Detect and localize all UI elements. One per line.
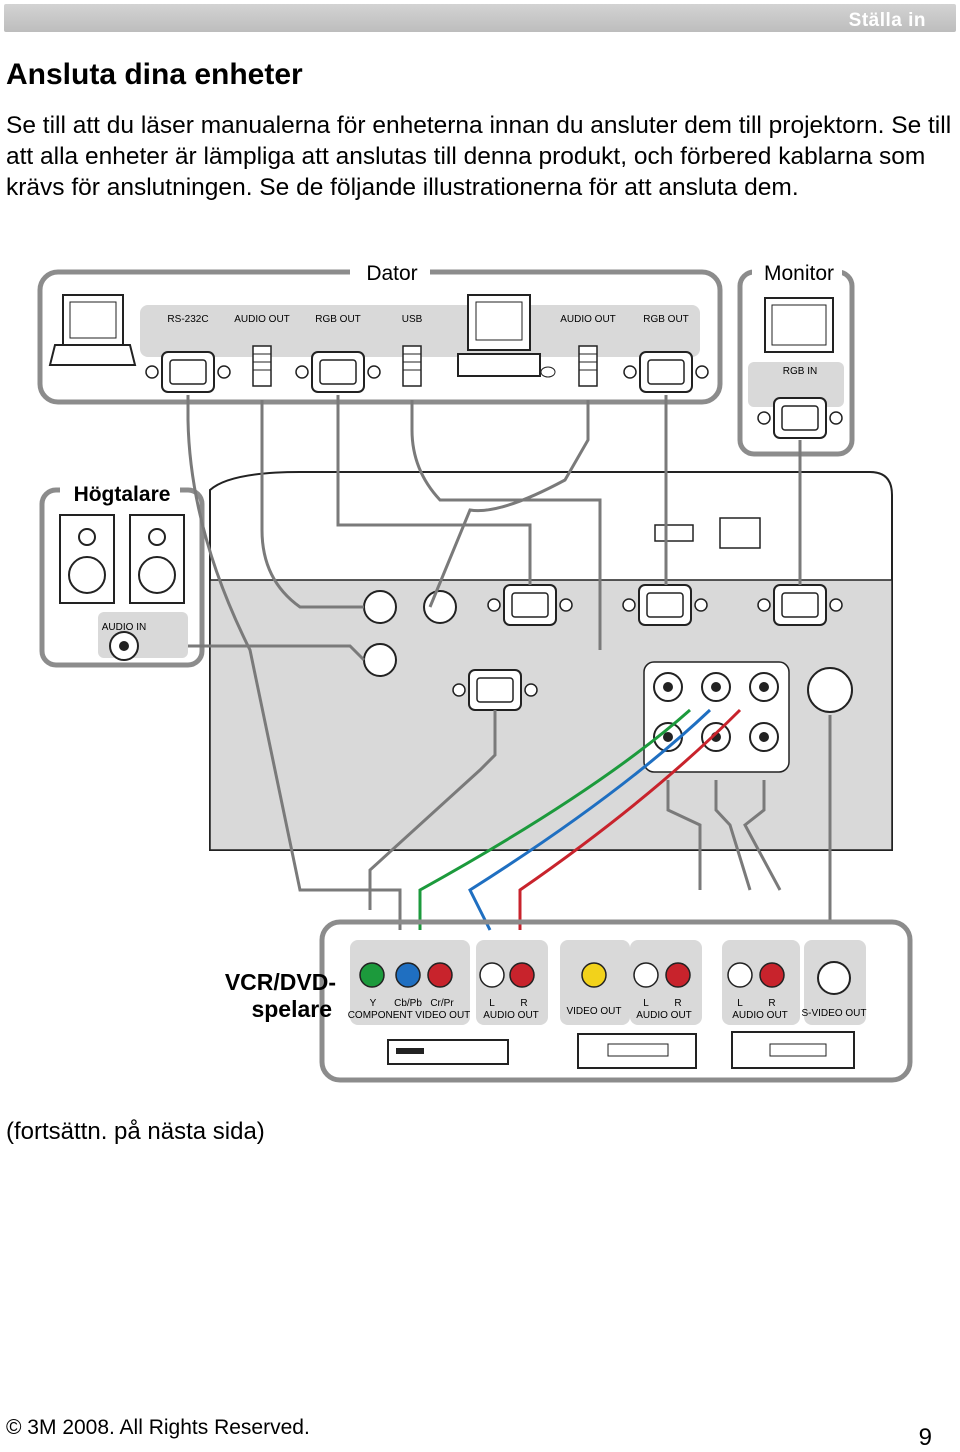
usb-plug bbox=[402, 345, 422, 387]
vcr-port-audio-r-1: R bbox=[520, 998, 527, 1009]
port-label-rgb-out-2: RGB OUT bbox=[643, 314, 689, 325]
speaker-icon-right bbox=[129, 514, 185, 604]
section-label: Ställa in bbox=[848, 10, 926, 31]
speakers-panel: Högtalare AUDIO IN bbox=[39, 478, 205, 668]
port-label-audio-out-1: AUDIO OUT bbox=[234, 314, 290, 325]
vcr-port-audio-out-2: AUDIO OUT bbox=[636, 1010, 692, 1021]
vcr-port-audio-r-2: R bbox=[674, 998, 681, 1009]
projector-cr-jack bbox=[749, 672, 779, 702]
monitor-label: Monitor bbox=[764, 262, 834, 285]
speakers-label: Högtalare bbox=[74, 483, 171, 506]
vcr-port-component-video-out: COMPONENT VIDEO OUT bbox=[348, 1010, 471, 1021]
monitor-panel: Monitor RGB IN bbox=[737, 258, 855, 457]
port-label-audio-in: AUDIO IN bbox=[102, 622, 146, 633]
vcr-port-cb-pb: Cb/Pb bbox=[394, 998, 422, 1009]
vcr-port-audio-l-2: L bbox=[643, 998, 649, 1009]
rs232c-connector bbox=[145, 351, 231, 393]
header-bar: Ställa in bbox=[4, 4, 956, 32]
vcr-icon-2 bbox=[731, 1031, 855, 1069]
audio-in-jack bbox=[109, 631, 139, 661]
vcr-port-s-video-out: S-VIDEO OUT bbox=[801, 1008, 866, 1019]
rgb-connector-2 bbox=[623, 351, 709, 393]
vcr-port-video-out: VIDEO OUT bbox=[566, 1006, 621, 1017]
vcr-port-audio-out-1: AUDIO OUT bbox=[483, 1010, 539, 1021]
page-title: Ansluta dina enheter bbox=[6, 58, 303, 91]
vcr-port-audio-out-3: AUDIO OUT bbox=[732, 1010, 788, 1021]
audio-plug-1 bbox=[252, 345, 272, 387]
intro-paragraph: Se till att du läser manualerna för enhe… bbox=[6, 112, 952, 201]
cables bbox=[186, 395, 832, 931]
speaker-icon-left bbox=[59, 514, 115, 604]
computer-panel: Dator RS-232C AUDIO OUT RGB OUT USB AUDI… bbox=[37, 258, 723, 405]
vcr-port-audio-r-3: R bbox=[768, 998, 775, 1009]
continued-note: (fortsättn. på nästa sida) bbox=[6, 1118, 265, 1145]
port-label-rgb-in: RGB IN bbox=[783, 366, 817, 377]
vcr-icon-1 bbox=[577, 1033, 697, 1069]
rgb-connector-1 bbox=[295, 351, 381, 393]
vcr-port-audio-l-1: L bbox=[489, 998, 495, 1009]
port-label-usb: USB bbox=[402, 314, 423, 325]
vcr-port-y: Y bbox=[370, 998, 377, 1009]
port-label-rs232c: RS-232C bbox=[167, 314, 208, 325]
projector-audio-r-jack bbox=[749, 722, 779, 752]
dvd-player-icon bbox=[387, 1039, 509, 1065]
laptop-icon bbox=[48, 294, 137, 366]
vcr-port-audio-l-3: L bbox=[737, 998, 743, 1009]
vcr-label-line1: VCR/DVD- bbox=[225, 969, 336, 995]
projector-cb-jack bbox=[701, 672, 731, 702]
port-label-audio-out-2: AUDIO OUT bbox=[560, 314, 616, 325]
connection-diagram: Dator RS-232C AUDIO OUT RGB OUT USB AUDI… bbox=[37, 258, 913, 1083]
monitor-icon bbox=[764, 297, 834, 353]
projector-audio-l-jack bbox=[701, 722, 731, 752]
projector-y-jack bbox=[653, 672, 683, 702]
desktop-computer-icon bbox=[457, 294, 556, 378]
port-label-rgb-out-1: RGB OUT bbox=[315, 314, 361, 325]
computer-label: Dator bbox=[366, 262, 417, 285]
copyright: © 3M 2008. All Rights Reserved. bbox=[6, 1416, 310, 1439]
vcr-port-cr-pr: Cr/Pr bbox=[430, 998, 454, 1009]
vcr-label-line2: spelare bbox=[251, 996, 332, 1022]
vcr-dvd-panel: VCR/DVD- spelare Y Cb/Pb Cr/Pr COMPONENT… bbox=[225, 919, 913, 1083]
audio-plug-2 bbox=[578, 345, 598, 387]
page-number: 9 bbox=[918, 1424, 932, 1451]
projector-body bbox=[209, 471, 893, 851]
